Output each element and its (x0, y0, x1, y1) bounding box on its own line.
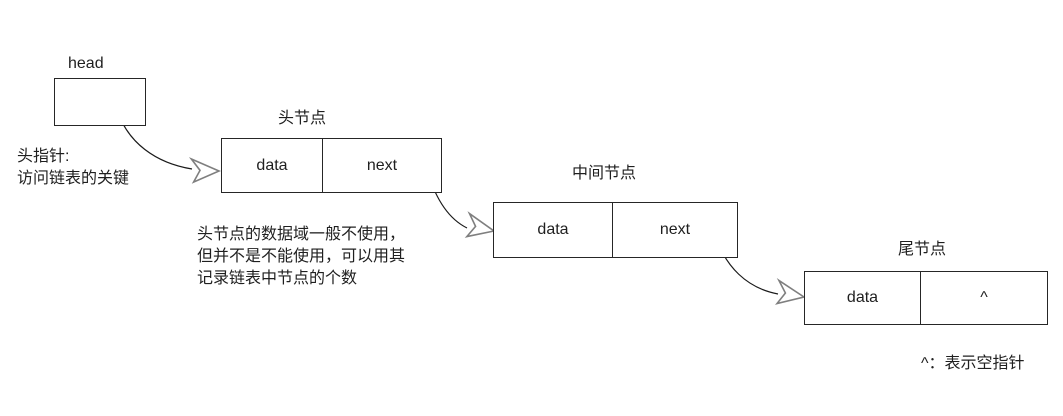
next-cell: next (323, 139, 441, 192)
node-head: data next (221, 138, 442, 193)
node-tail-title: 尾节点 (897, 241, 946, 258)
arrowhead-icon (188, 157, 222, 184)
data-cell-label: data (256, 156, 288, 174)
next-cell: next (613, 203, 737, 257)
data-cell-label: data (846, 289, 879, 306)
null-pointer-legend: ^：表示空指针 (921, 355, 1025, 372)
arrowhead-icon (464, 211, 496, 238)
head-node-note: 头节点的数据域一般不使用， 但并不是不能使用，可以用其 记录链表中节点的个数 (197, 224, 405, 290)
node-middle: data next (493, 202, 738, 258)
head-pointer-caption: 头指针: 访问链表的关键 (17, 146, 129, 190)
next-cell-label: next (366, 156, 398, 174)
note-line: 头节点的数据域一般不使用， (197, 226, 406, 243)
caption-line: 访问链表的关键 (17, 170, 130, 187)
data-cell: data (222, 139, 323, 192)
caption-line: 头指针: (17, 148, 70, 165)
node-tail: data ^ (804, 271, 1048, 325)
arrowhead-icon (774, 278, 806, 305)
null-pointer-label: ^ (980, 289, 988, 306)
null-pointer-cell: ^ (921, 272, 1047, 324)
next-cell-label: next (659, 221, 691, 238)
head-pointer-box (54, 78, 146, 126)
node-head-title: 头节点 (277, 110, 326, 127)
data-cell: data (805, 272, 921, 324)
node-middle-title: 中间节点 (571, 165, 636, 182)
data-cell: data (494, 203, 613, 257)
head-pointer-label: head (68, 55, 104, 72)
data-cell-label: data (537, 221, 569, 238)
note-line: 但并不是不能使用，可以用其 (197, 248, 406, 265)
note-line: 记录链表中节点的个数 (197, 270, 358, 287)
